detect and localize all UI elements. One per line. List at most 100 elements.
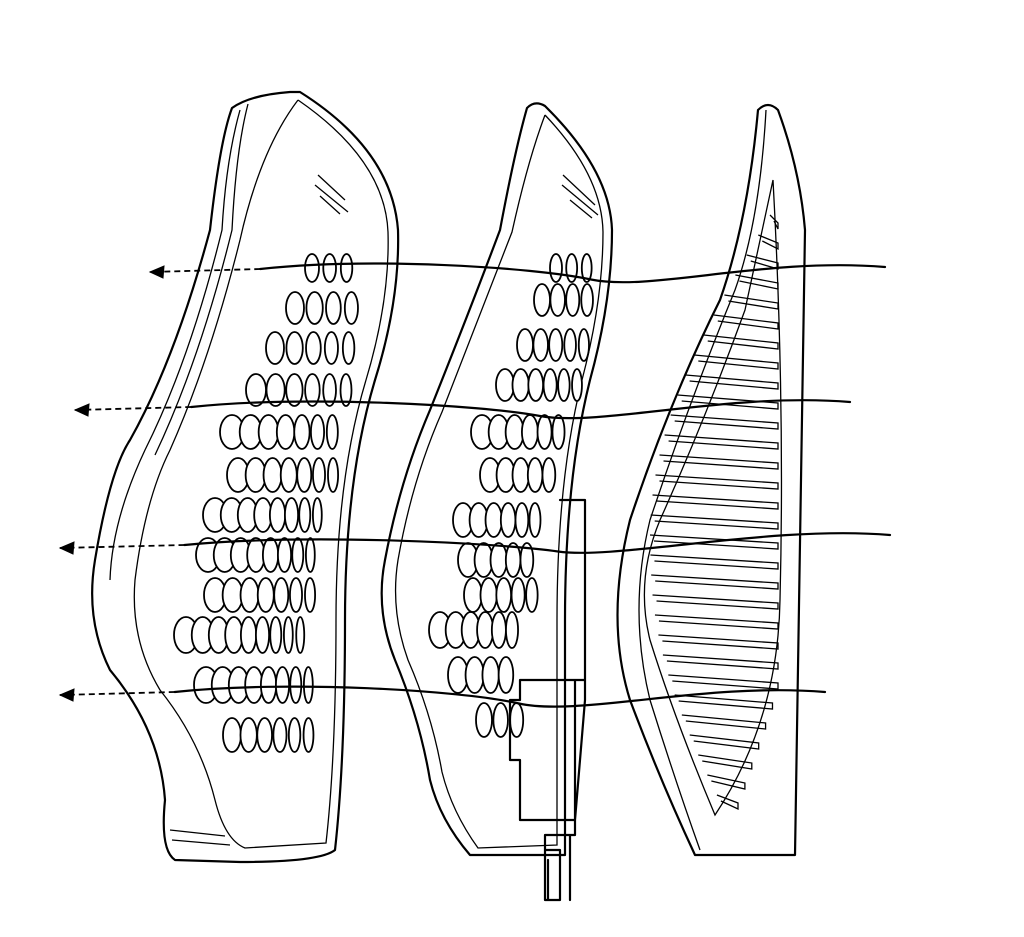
cooling-fin: [664, 434, 779, 450]
perforation-hole: [285, 373, 304, 407]
perforation-hole: [279, 457, 298, 493]
cooling-fin: [713, 314, 779, 330]
perforation-hole: [274, 666, 290, 704]
perforation-hole: [514, 502, 530, 538]
perforation-hole: [287, 717, 302, 753]
perforation-hole: [511, 368, 530, 402]
perforation-hole: [309, 414, 325, 450]
perforation-hole: [565, 283, 581, 317]
perforation-hole: [304, 373, 321, 407]
cooling-fin: [652, 494, 779, 510]
perforation-hole: [548, 328, 564, 362]
cooling-fin: [658, 634, 779, 650]
perforation-hole: [497, 656, 515, 694]
perforation-hole: [519, 542, 535, 578]
perforation-hole: [343, 291, 359, 325]
cooling-fin: [655, 474, 779, 490]
perforation-hole: [222, 717, 242, 753]
perforation-hole: [499, 502, 517, 538]
left-panel-inner-edge: [133, 99, 389, 849]
perforation-hole: [495, 368, 515, 402]
perforation-hole: [256, 577, 275, 613]
perforation-hole: [269, 616, 283, 654]
perforation-hole: [304, 537, 316, 573]
perforation-hole: [542, 368, 558, 402]
perforation-hole: [504, 414, 525, 450]
cooling-fin: [735, 274, 779, 290]
perforation-hole: [509, 702, 525, 738]
perforation-hole: [492, 702, 509, 738]
perforation-hole: [510, 577, 526, 613]
perforation-hole: [289, 666, 303, 704]
perforation-hole: [323, 331, 339, 365]
perforation-hole: [268, 497, 287, 533]
cooling-fin: [651, 574, 779, 590]
perforation-hole: [305, 331, 322, 365]
cooling-fin: [724, 294, 779, 310]
perforation-hole: [302, 717, 315, 753]
cooling-fin: [650, 514, 779, 530]
perforation-hole: [511, 457, 530, 493]
perforation-hole: [528, 502, 542, 538]
perforation-hole: [239, 577, 260, 613]
perforation-hole: [305, 291, 324, 325]
cooling-fin: [703, 334, 779, 350]
perforation-hole: [551, 414, 566, 450]
airflow-arrows: [58, 262, 892, 708]
perforation-hole: [322, 373, 337, 407]
cooling-fin: [689, 734, 760, 750]
cooling-fin: [746, 254, 779, 270]
perforation-hole: [580, 283, 594, 317]
cooling-fin: [670, 414, 779, 430]
perforation-hole: [549, 283, 566, 317]
middle-panel-inner-edge: [394, 114, 604, 849]
middle-panel-holes: [428, 253, 594, 738]
perforation-hole: [525, 577, 539, 613]
perforation-hole: [293, 414, 311, 450]
perforation-hole: [526, 457, 544, 493]
cooling-fin: [769, 214, 779, 230]
perforation-hole: [521, 414, 539, 450]
perforation-hole: [327, 457, 340, 493]
perforation-hole: [475, 702, 493, 738]
perforation-hole: [580, 253, 593, 283]
glare-marks: [314, 174, 349, 215]
perforation-hole: [239, 717, 258, 753]
perforation-hole: [481, 656, 500, 694]
perforation-hole: [541, 457, 557, 493]
perforation-hole: [304, 577, 317, 613]
perforation-hole: [325, 291, 342, 325]
perforation-hole: [311, 497, 323, 533]
cooling-fin: [650, 554, 779, 570]
airflow-line: [190, 399, 852, 420]
right-finned-panel: [616, 103, 807, 857]
cooling-fin: [662, 654, 779, 670]
perforation-hole: [276, 537, 292, 573]
cooling-fin: [685, 374, 779, 390]
perforation-hole: [275, 414, 296, 450]
perforation-hole: [549, 253, 563, 283]
airflow-hidden-line: [149, 268, 261, 273]
cooling-fin: [649, 534, 779, 550]
perforation-hole: [259, 666, 278, 704]
perforation-hole: [476, 611, 495, 649]
perforation-hole: [339, 253, 354, 283]
arrowhead-icon: [148, 265, 165, 279]
cooling-fin: [698, 754, 753, 770]
cooling-fin: [659, 454, 779, 470]
perforation-hole: [490, 611, 507, 649]
perforation-hole: [295, 616, 306, 654]
perforation-hole: [495, 577, 512, 613]
cooling-fin: [668, 674, 779, 690]
perforation-hole: [463, 577, 483, 613]
perforation-hole: [533, 283, 551, 317]
perforation-hole: [285, 291, 305, 325]
perforation-hole: [577, 328, 590, 362]
perforation-hole: [516, 328, 534, 362]
perforation-hole: [256, 717, 273, 753]
perforation-hole: [532, 328, 549, 362]
perforation-hole: [298, 497, 312, 533]
perforation-hole: [289, 577, 303, 613]
perforation-hole: [557, 368, 571, 402]
